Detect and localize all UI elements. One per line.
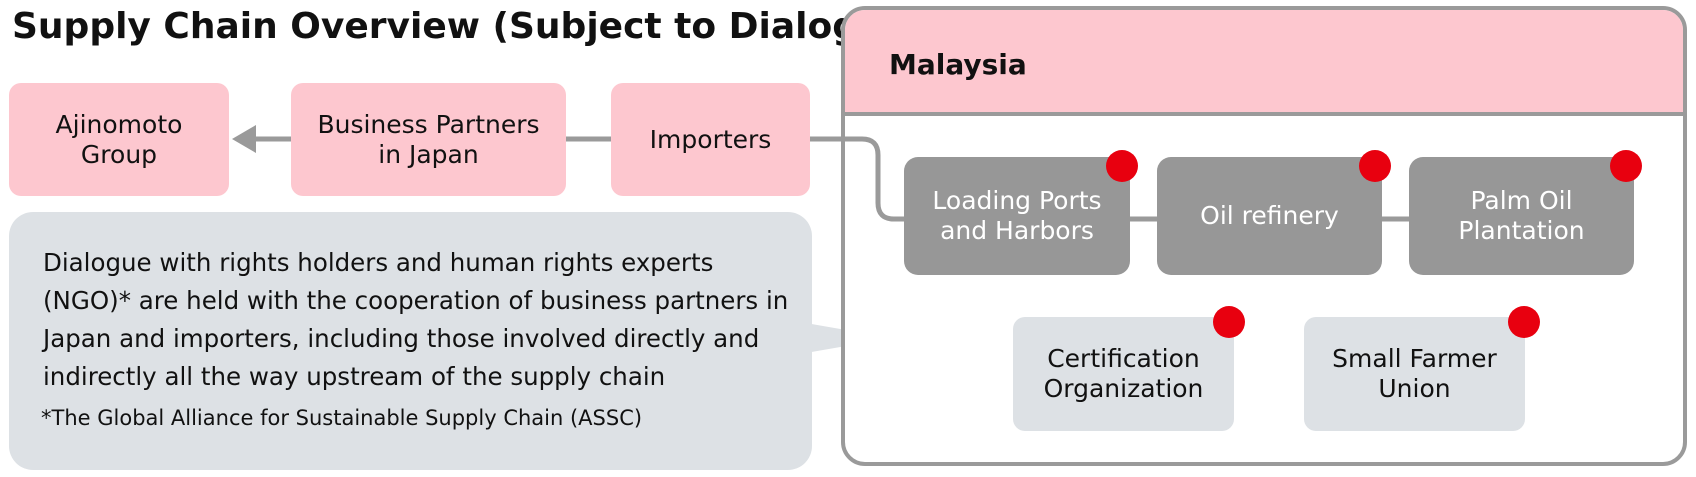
arrow-head-icon — [232, 125, 256, 153]
importers-box: Importers — [611, 83, 810, 196]
oil-refinery-box: Oil refinery — [1157, 157, 1382, 275]
malaysia-header — [845, 10, 1683, 116]
callout-text: Dialogue with rights holders and human r… — [43, 248, 789, 391]
ajinomoto-group-box: Ajinomoto Group — [9, 83, 229, 196]
palm-oil-plantation-box: Palm Oil Plantation — [1409, 157, 1634, 275]
dialogue-marker-icon — [1508, 306, 1540, 338]
callout-footnote: *The Global Alliance for Sustainable Sup… — [41, 406, 643, 430]
dialogue-marker-icon — [1106, 150, 1138, 182]
dialogue-marker-icon — [1359, 150, 1391, 182]
dialogue-callout: Dialogue with rights holders and human r… — [9, 212, 812, 470]
connector-ports-inner — [845, 136, 906, 222]
small-farmer-union-box: Small Farmer Union — [1304, 317, 1525, 431]
dialogue-marker-icon — [1213, 306, 1245, 338]
loading-ports-box: Loading Ports and Harbors — [904, 157, 1130, 275]
dialogue-marker-icon — [1610, 150, 1642, 182]
certification-organization-box: Certification Organization — [1013, 317, 1234, 431]
business-partners-box: Business Partners in Japan — [291, 83, 566, 196]
title-text: Supply Chain Overview (Subject to Dialog… — [12, 6, 909, 47]
malaysia-label: Malaysia — [889, 48, 1027, 81]
